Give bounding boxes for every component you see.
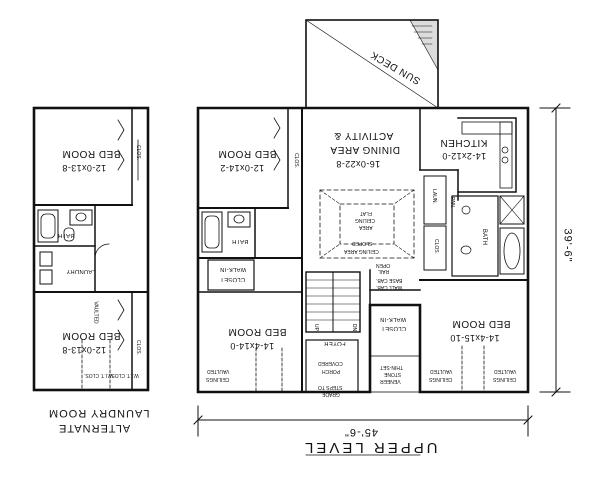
alt-bath-label: BATH xyxy=(58,232,75,238)
stair-down-label: DN xyxy=(351,323,358,332)
dimension-lines xyxy=(193,103,571,456)
flat-area-label: AREA xyxy=(359,224,373,230)
alt-clos-bottom: CLOS. xyxy=(135,339,142,356)
foyer-label: FOYER xyxy=(324,340,346,346)
bed-room-se-label: BED ROOM xyxy=(452,318,511,329)
kitchen-dim: 14-2x12-0 xyxy=(442,151,487,161)
laundry-e-label: LAUN. xyxy=(430,189,437,204)
alt-laundry-label: LAUNDRY xyxy=(66,268,96,274)
thin-set-label: THIN-SET xyxy=(380,364,404,370)
activity-label: ACTIVITY & xyxy=(334,130,394,141)
sloped-ceiling-area-label: CEILING AREA xyxy=(344,248,379,254)
bath-e-label: BATH xyxy=(481,228,488,246)
sloped-label: SLOPED xyxy=(352,240,373,246)
flat-label: FLAT xyxy=(360,210,372,216)
closet-w-label: CLOSET xyxy=(220,276,246,282)
base-cab-label: BASE CAB. xyxy=(376,277,403,283)
bed-room-sw-dim: 14-4x14-0 xyxy=(230,341,275,351)
walk-in-w-label: WALK-IN xyxy=(220,266,247,272)
porch-label: PORCH xyxy=(322,368,341,374)
open-label: OPEN xyxy=(376,262,391,268)
wall-cab-label: WALL CAB. xyxy=(376,284,403,290)
kitchen-label: KITCHEN xyxy=(440,137,488,148)
bed-room-nw-label: BED ROOM xyxy=(218,148,277,159)
alt-bed-room-top-dim: 12-0x13-8 xyxy=(62,163,107,173)
bath-w-label: BATH xyxy=(232,238,249,244)
alt-bed-room-top-label: BED ROOM xyxy=(62,148,121,159)
steps-to-label: STEPS TO xyxy=(318,384,343,390)
alt-closet-right: W.I.T. CLOS. xyxy=(110,372,139,378)
bed-room-nw-dim: 12-0x14-2 xyxy=(220,163,265,173)
clos-w-label: CLOS. xyxy=(293,152,300,169)
ceilings-sw-label: CEILINGS xyxy=(206,376,230,382)
vaulted-se-label: VAULTED xyxy=(430,368,453,374)
grade-label: GRADE xyxy=(322,391,340,397)
clos-e-label: CLOS. xyxy=(433,238,440,255)
ceilings-se2-label: CEILINGS xyxy=(493,376,517,382)
bed-room-se-dim: 14-4x15-10 xyxy=(450,333,500,343)
flat-ceiling-label: CEILING xyxy=(355,217,376,223)
alt-bed-room-bottom-label: BED ROOM xyxy=(62,330,121,341)
vaulted-se2-label: VAULTED xyxy=(494,368,517,374)
veneer-label: VENEER xyxy=(380,378,401,384)
stone-label: STONE xyxy=(384,371,402,377)
depth-dimension: 39'-6" xyxy=(561,228,574,263)
alt-caption-line2: ALTERNATE xyxy=(58,422,131,434)
walk-in-c-label: WALK-IN xyxy=(380,316,407,322)
upper-level-title: UPPER LEVEL xyxy=(302,439,438,456)
alt-clos-top: CLOS. xyxy=(135,144,142,161)
stair-up-label: UP xyxy=(312,324,319,331)
ceilings-se-label: CEILINGS xyxy=(429,376,453,382)
vaulted-sw-label: VAULTED xyxy=(207,368,230,374)
pantry-label: PAN. xyxy=(449,196,456,209)
bed-room-sw-label: BED ROOM xyxy=(228,326,287,337)
alt-closet-left: W.I.T. CLOS. xyxy=(84,372,113,378)
dining-area-label: DINING AREA xyxy=(330,144,400,155)
closet-c-label: CLOSET xyxy=(381,325,407,331)
alt-caption-line1: LAUNDRY ROOM xyxy=(48,407,150,419)
covered-label: COVERED xyxy=(318,360,343,366)
alt-vaulted-label: VAULTED xyxy=(92,301,99,324)
alternate-plan-walls xyxy=(32,106,150,392)
rail-label: RAIL xyxy=(378,268,390,274)
alt-bed-room-bottom-dim: 12-0x13-8 xyxy=(62,345,107,355)
activity-dim: 16-0x22-8 xyxy=(336,159,381,169)
width-dimension: 45'-6" xyxy=(344,426,379,438)
upper-plan-walls xyxy=(136,19,530,394)
